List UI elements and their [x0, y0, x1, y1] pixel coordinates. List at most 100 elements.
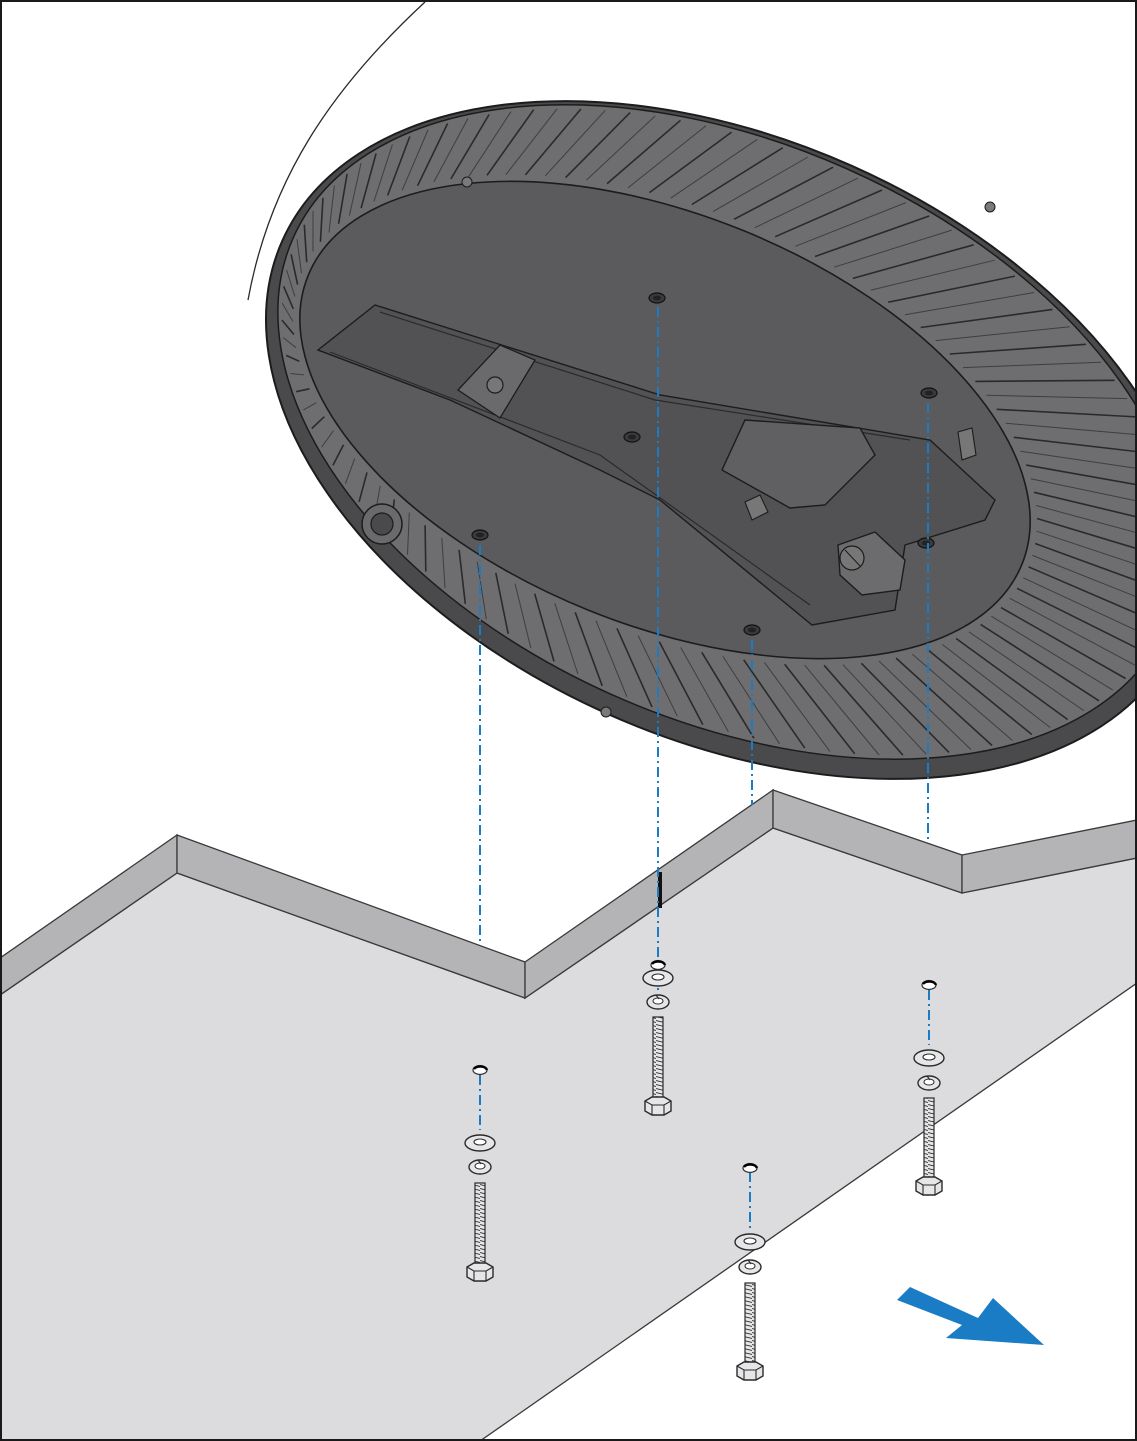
fixture-fin: [401, 129, 429, 191]
fixture-fin: [949, 343, 1086, 355]
fixture-fin: [282, 285, 295, 310]
fixture-fin: [321, 430, 334, 448]
fixture-fin: [804, 664, 880, 756]
fixture-fin: [554, 603, 579, 675]
fixture-fin: [975, 379, 1115, 383]
fixture-fin: [670, 138, 758, 199]
fixture-fin: [344, 458, 356, 484]
fixture-fin: [942, 644, 1051, 728]
fixture-fin: [888, 275, 1016, 303]
fixture-fin: [585, 115, 656, 181]
fixture-fin: [386, 136, 411, 196]
fixture-fin: [852, 244, 974, 280]
background-arc: [247, 1, 426, 301]
fixture-fin: [927, 649, 1033, 736]
fixture-fin: [763, 662, 831, 752]
fixture-fin: [733, 166, 834, 221]
fixture-fin: [1023, 577, 1136, 631]
fixture-fin: [627, 125, 707, 189]
fixture-fin: [285, 354, 300, 363]
fixture-fin: [332, 444, 345, 466]
bolt-head: [736, 1361, 764, 1381]
fixture-fin: [658, 641, 704, 725]
fixture-fin: [1033, 491, 1136, 518]
fixture-fin: [1028, 566, 1136, 615]
fixture-fin: [795, 202, 907, 247]
fixture-cable-gland: [837, 531, 906, 596]
fixture-fin: [1036, 530, 1136, 565]
fixture-fin: [319, 197, 324, 242]
fixture-fin: [1032, 554, 1136, 598]
fixture-fin: [814, 215, 930, 258]
fixture-driver-cover: [721, 419, 876, 509]
fixture-fin: [574, 612, 603, 687]
bolt-head: [644, 1096, 672, 1116]
fixture-fin: [1026, 464, 1136, 486]
hardware-stack: [913, 979, 945, 1196]
fixture-fin: [286, 269, 296, 297]
fixture-heat-sink-fins: [281, 108, 1136, 756]
fixture-fin: [281, 302, 294, 322]
fixture-fin: [358, 472, 368, 503]
fixture-fin: [514, 583, 532, 649]
fixture-fin: [424, 525, 427, 572]
arrow-icon: [897, 1287, 1044, 1345]
hardware-stack: [734, 1162, 766, 1381]
fixture-fin: [1030, 478, 1136, 502]
bolt-shank: [923, 1097, 935, 1182]
fixture-fin: [290, 254, 299, 285]
fixture-fin: [328, 185, 335, 233]
fixture-fin: [441, 537, 446, 588]
ceiling-slab-edge-5: [961, 819, 1136, 894]
fixture-fin: [1005, 422, 1136, 435]
fixture-fin: [296, 239, 302, 274]
fixture-rail-ridge: [329, 351, 811, 606]
fixture-fin: [450, 114, 490, 180]
fixture-fin: [1016, 587, 1136, 649]
fixture-fin: [282, 337, 297, 349]
fixture-fin: [1013, 436, 1136, 453]
hardware-stack: [464, 1064, 496, 1282]
fixture-fin: [680, 647, 729, 733]
fixture-fin: [1034, 542, 1136, 582]
fixture-fin: [743, 659, 806, 749]
fixture-fin: [524, 108, 582, 176]
fixture-fin: [860, 662, 950, 753]
fixture-fin: [691, 147, 784, 206]
fixture-fin: [433, 118, 469, 183]
fixture-fin: [565, 112, 631, 179]
fixture-fin: [842, 664, 927, 755]
fixture-fin: [303, 224, 308, 263]
fixture-fin: [996, 408, 1136, 418]
fixture-fin: [1000, 606, 1126, 680]
fixture-fin: [774, 189, 883, 238]
bolt-shank: [744, 1282, 756, 1367]
fixture-fin: [904, 292, 1035, 316]
fixture-fin: [962, 361, 1101, 369]
fixture-fin: [348, 163, 362, 216]
fixture-fin: [476, 561, 487, 620]
fixture-fin: [784, 663, 856, 755]
fixture-fin: [834, 229, 952, 268]
fixture-fin: [360, 153, 377, 209]
fixture-fin: [895, 657, 993, 747]
ceiling-slab-top: [1, 827, 1136, 1440]
fixture-fin: [311, 416, 325, 430]
fixture-fin: [912, 653, 1013, 741]
fixture-fin: [290, 373, 304, 376]
fixture-fin: [616, 628, 653, 708]
fixture-fin: [712, 156, 809, 213]
fixture-fin: [544, 109, 606, 177]
hardware-stack: [642, 959, 674, 1116]
fixture-fin: [986, 394, 1128, 400]
fixture-fin: [955, 637, 1069, 721]
fixture-fin: [495, 572, 509, 635]
fixture-fin: [533, 593, 555, 662]
bolt-shank: [652, 1016, 664, 1102]
fixture-fin: [870, 259, 995, 291]
fixture-fin: [606, 119, 682, 185]
fixture-fin: [968, 631, 1085, 712]
